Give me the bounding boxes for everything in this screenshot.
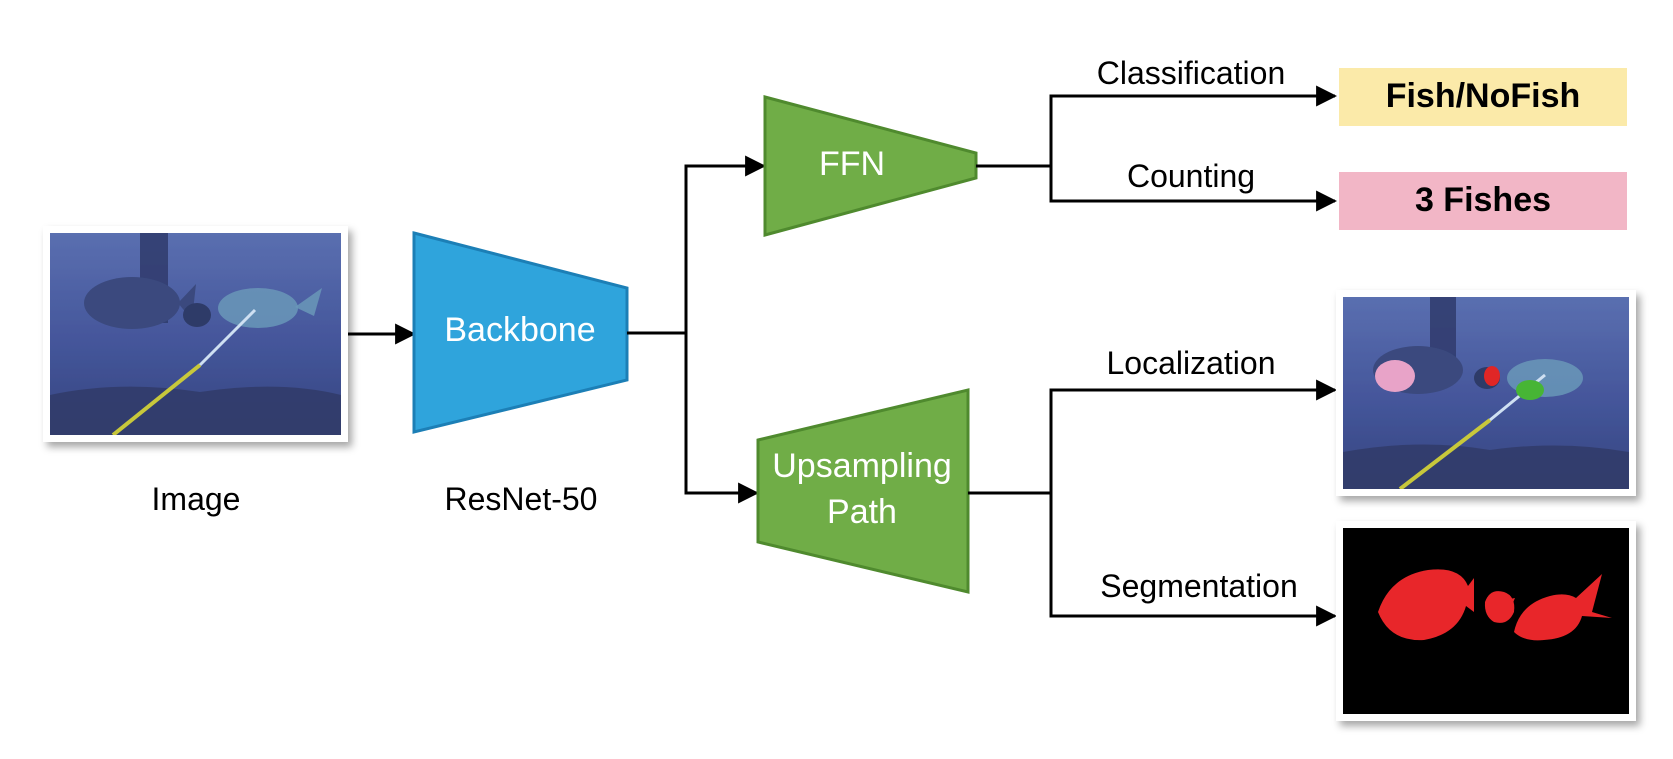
backbone-label: Backbone — [444, 311, 595, 349]
upsampling-label-line1: Upsampling — [772, 447, 952, 485]
segmentation-label: Segmentation — [1100, 568, 1297, 604]
classification-output: Fish/NoFish — [1386, 77, 1581, 115]
fish-detection-pink — [1375, 360, 1415, 392]
classification-label: Classification — [1097, 55, 1286, 91]
arrow-counting — [1049, 166, 1338, 212]
arrow-classification — [1049, 85, 1338, 166]
upsampling-label-line2: Path — [827, 493, 897, 531]
ffn-label: FFN — [819, 145, 885, 183]
counting-output-box — [1339, 172, 1627, 230]
ffn-block — [763, 95, 978, 237]
upsampling-block — [756, 388, 970, 594]
input-image — [43, 226, 348, 442]
arrow-to-ffn — [684, 155, 767, 333]
fish-detection-red — [1484, 366, 1500, 386]
classification-output-box — [1339, 68, 1627, 126]
localization-output-image — [1336, 290, 1636, 496]
backbone-caption: ResNet-50 — [445, 481, 598, 517]
counting-label: Counting — [1127, 158, 1255, 194]
arrow-to-upsampling — [684, 333, 760, 504]
backbone-block — [412, 231, 629, 434]
localization-label: Localization — [1107, 345, 1276, 381]
segmentation-output-image — [1336, 521, 1636, 721]
arrow-localization — [1049, 379, 1338, 493]
fish-detection-green — [1516, 380, 1544, 400]
arrow-segmentation — [1049, 493, 1338, 627]
counting-output: 3 Fishes — [1415, 181, 1551, 219]
image-caption: Image — [152, 481, 241, 517]
